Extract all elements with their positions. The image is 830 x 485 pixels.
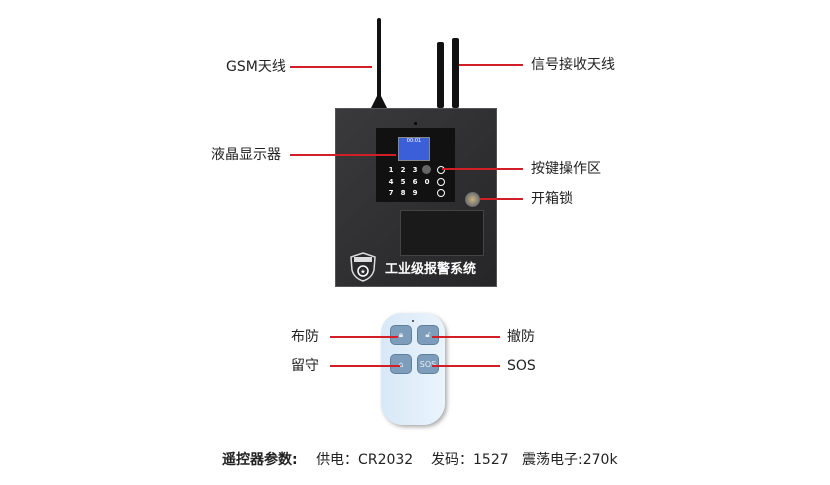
key-5[interactable]: 5	[400, 178, 406, 186]
callout-line	[432, 336, 500, 338]
callout-line	[432, 365, 500, 367]
remote-specs: 遥控器参数: 供电：CR2032 发码：1527 震荡电子:270k	[222, 449, 618, 469]
callout-disarm: 撤防	[507, 329, 535, 345]
key-7[interactable]: 7	[388, 189, 394, 197]
signal-antenna-left	[437, 42, 444, 108]
callout-keypad-area: 按键操作区	[531, 161, 601, 177]
lock-icon[interactable]	[465, 192, 480, 207]
key-8[interactable]: 8	[400, 189, 406, 197]
function-key-1-icon[interactable]	[437, 166, 445, 174]
callout-box-lock: 开箱锁	[531, 191, 573, 207]
function-key-3-icon[interactable]	[437, 189, 445, 197]
key-4[interactable]: 4	[388, 178, 394, 186]
gsm-antenna-base	[371, 92, 387, 108]
stay-button[interactable]: ⌂	[390, 354, 412, 374]
specs-title: 遥控器参数:	[222, 452, 298, 468]
callout-line	[442, 168, 523, 170]
disarm-button[interactable]: 🔓︎	[417, 325, 439, 345]
callout-line	[290, 66, 372, 68]
key-1[interactable]: 1	[388, 166, 394, 174]
callout-line	[330, 336, 398, 338]
key-6[interactable]: 6	[412, 178, 418, 186]
key-3[interactable]: 3	[412, 166, 418, 174]
signal-antenna-right	[452, 38, 459, 108]
brand-text: 工业级报警系统	[385, 262, 477, 277]
callout-signal-antenna: 信号接收天线	[531, 57, 615, 73]
callout-sos: SOS	[507, 358, 536, 374]
callout-line	[290, 154, 396, 156]
arm-button[interactable]: 🔒︎	[390, 325, 412, 345]
printer	[400, 210, 484, 256]
callout-line	[480, 198, 523, 200]
shield-badge-icon: ★	[350, 252, 376, 282]
screen-time: 00:01	[406, 138, 422, 144]
nav-button[interactable]	[422, 165, 431, 174]
camera-dot	[414, 122, 417, 125]
callout-gsm-antenna: GSM天线	[226, 59, 286, 75]
gsm-antenna	[377, 18, 381, 104]
spec-code: 发码：1527	[431, 452, 509, 468]
sos-button[interactable]: SOS	[417, 354, 439, 374]
callout-lcd-display: 液晶显示器	[211, 147, 281, 163]
callout-line	[330, 365, 400, 367]
sos-button-label: SOS	[419, 359, 437, 369]
key-0[interactable]: 0	[424, 178, 430, 186]
spec-power: 供电：CR2032	[316, 452, 414, 468]
spec-resistor: 震荡电子:270k	[522, 452, 618, 468]
lcd-screen: 00:01	[398, 137, 430, 161]
function-key-2-icon[interactable]	[437, 178, 445, 186]
key-2[interactable]: 2	[400, 166, 406, 174]
remote-led	[412, 320, 414, 322]
callout-arm: 布防	[291, 329, 319, 345]
callout-stay: 留守	[291, 358, 319, 374]
svg-text:★: ★	[360, 269, 365, 276]
key-9[interactable]: 9	[412, 189, 418, 197]
callout-line	[459, 64, 523, 66]
